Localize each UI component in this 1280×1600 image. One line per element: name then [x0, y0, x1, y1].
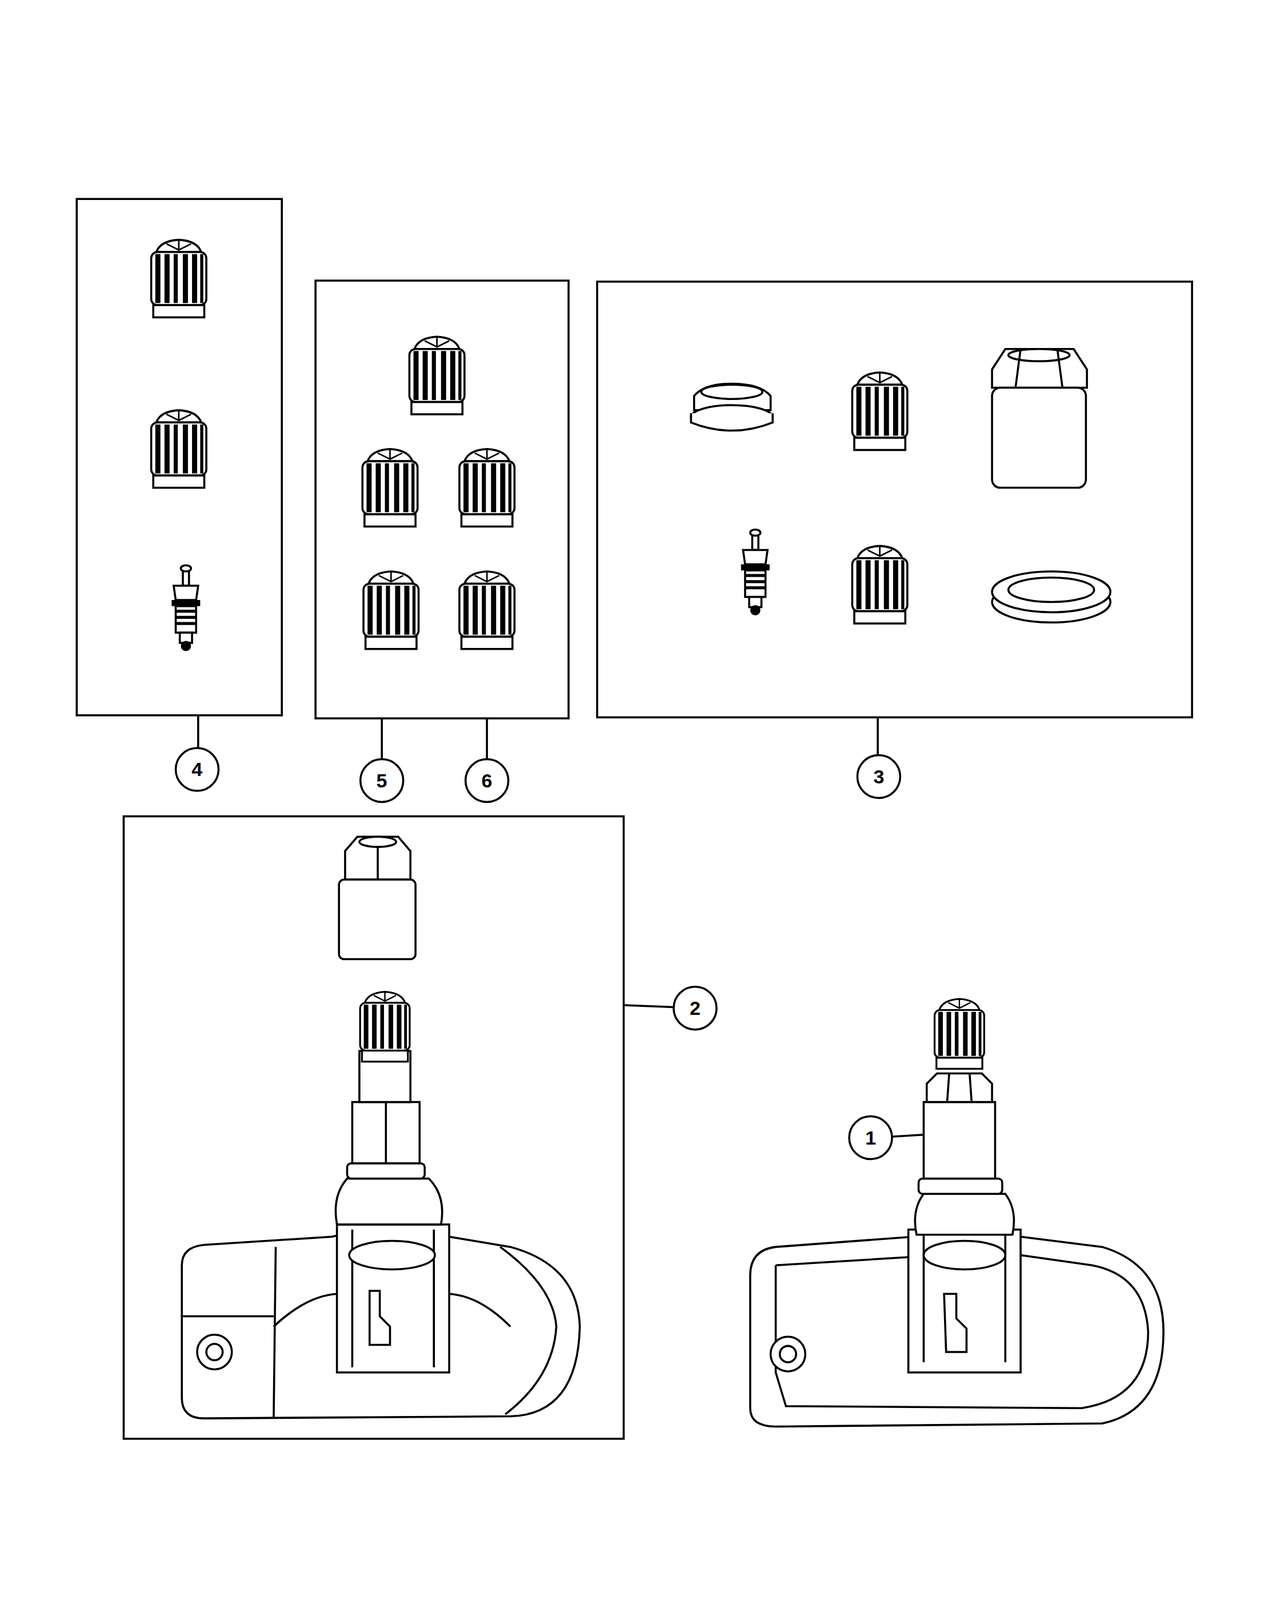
callout-number: 1 [853, 1120, 888, 1155]
callout-number: 3 [861, 759, 896, 794]
callout-number: 2 [677, 990, 712, 1026]
callout-number: 4 [180, 752, 215, 787]
callout-number: 6 [469, 763, 504, 798]
callout-number: 5 [364, 763, 399, 798]
